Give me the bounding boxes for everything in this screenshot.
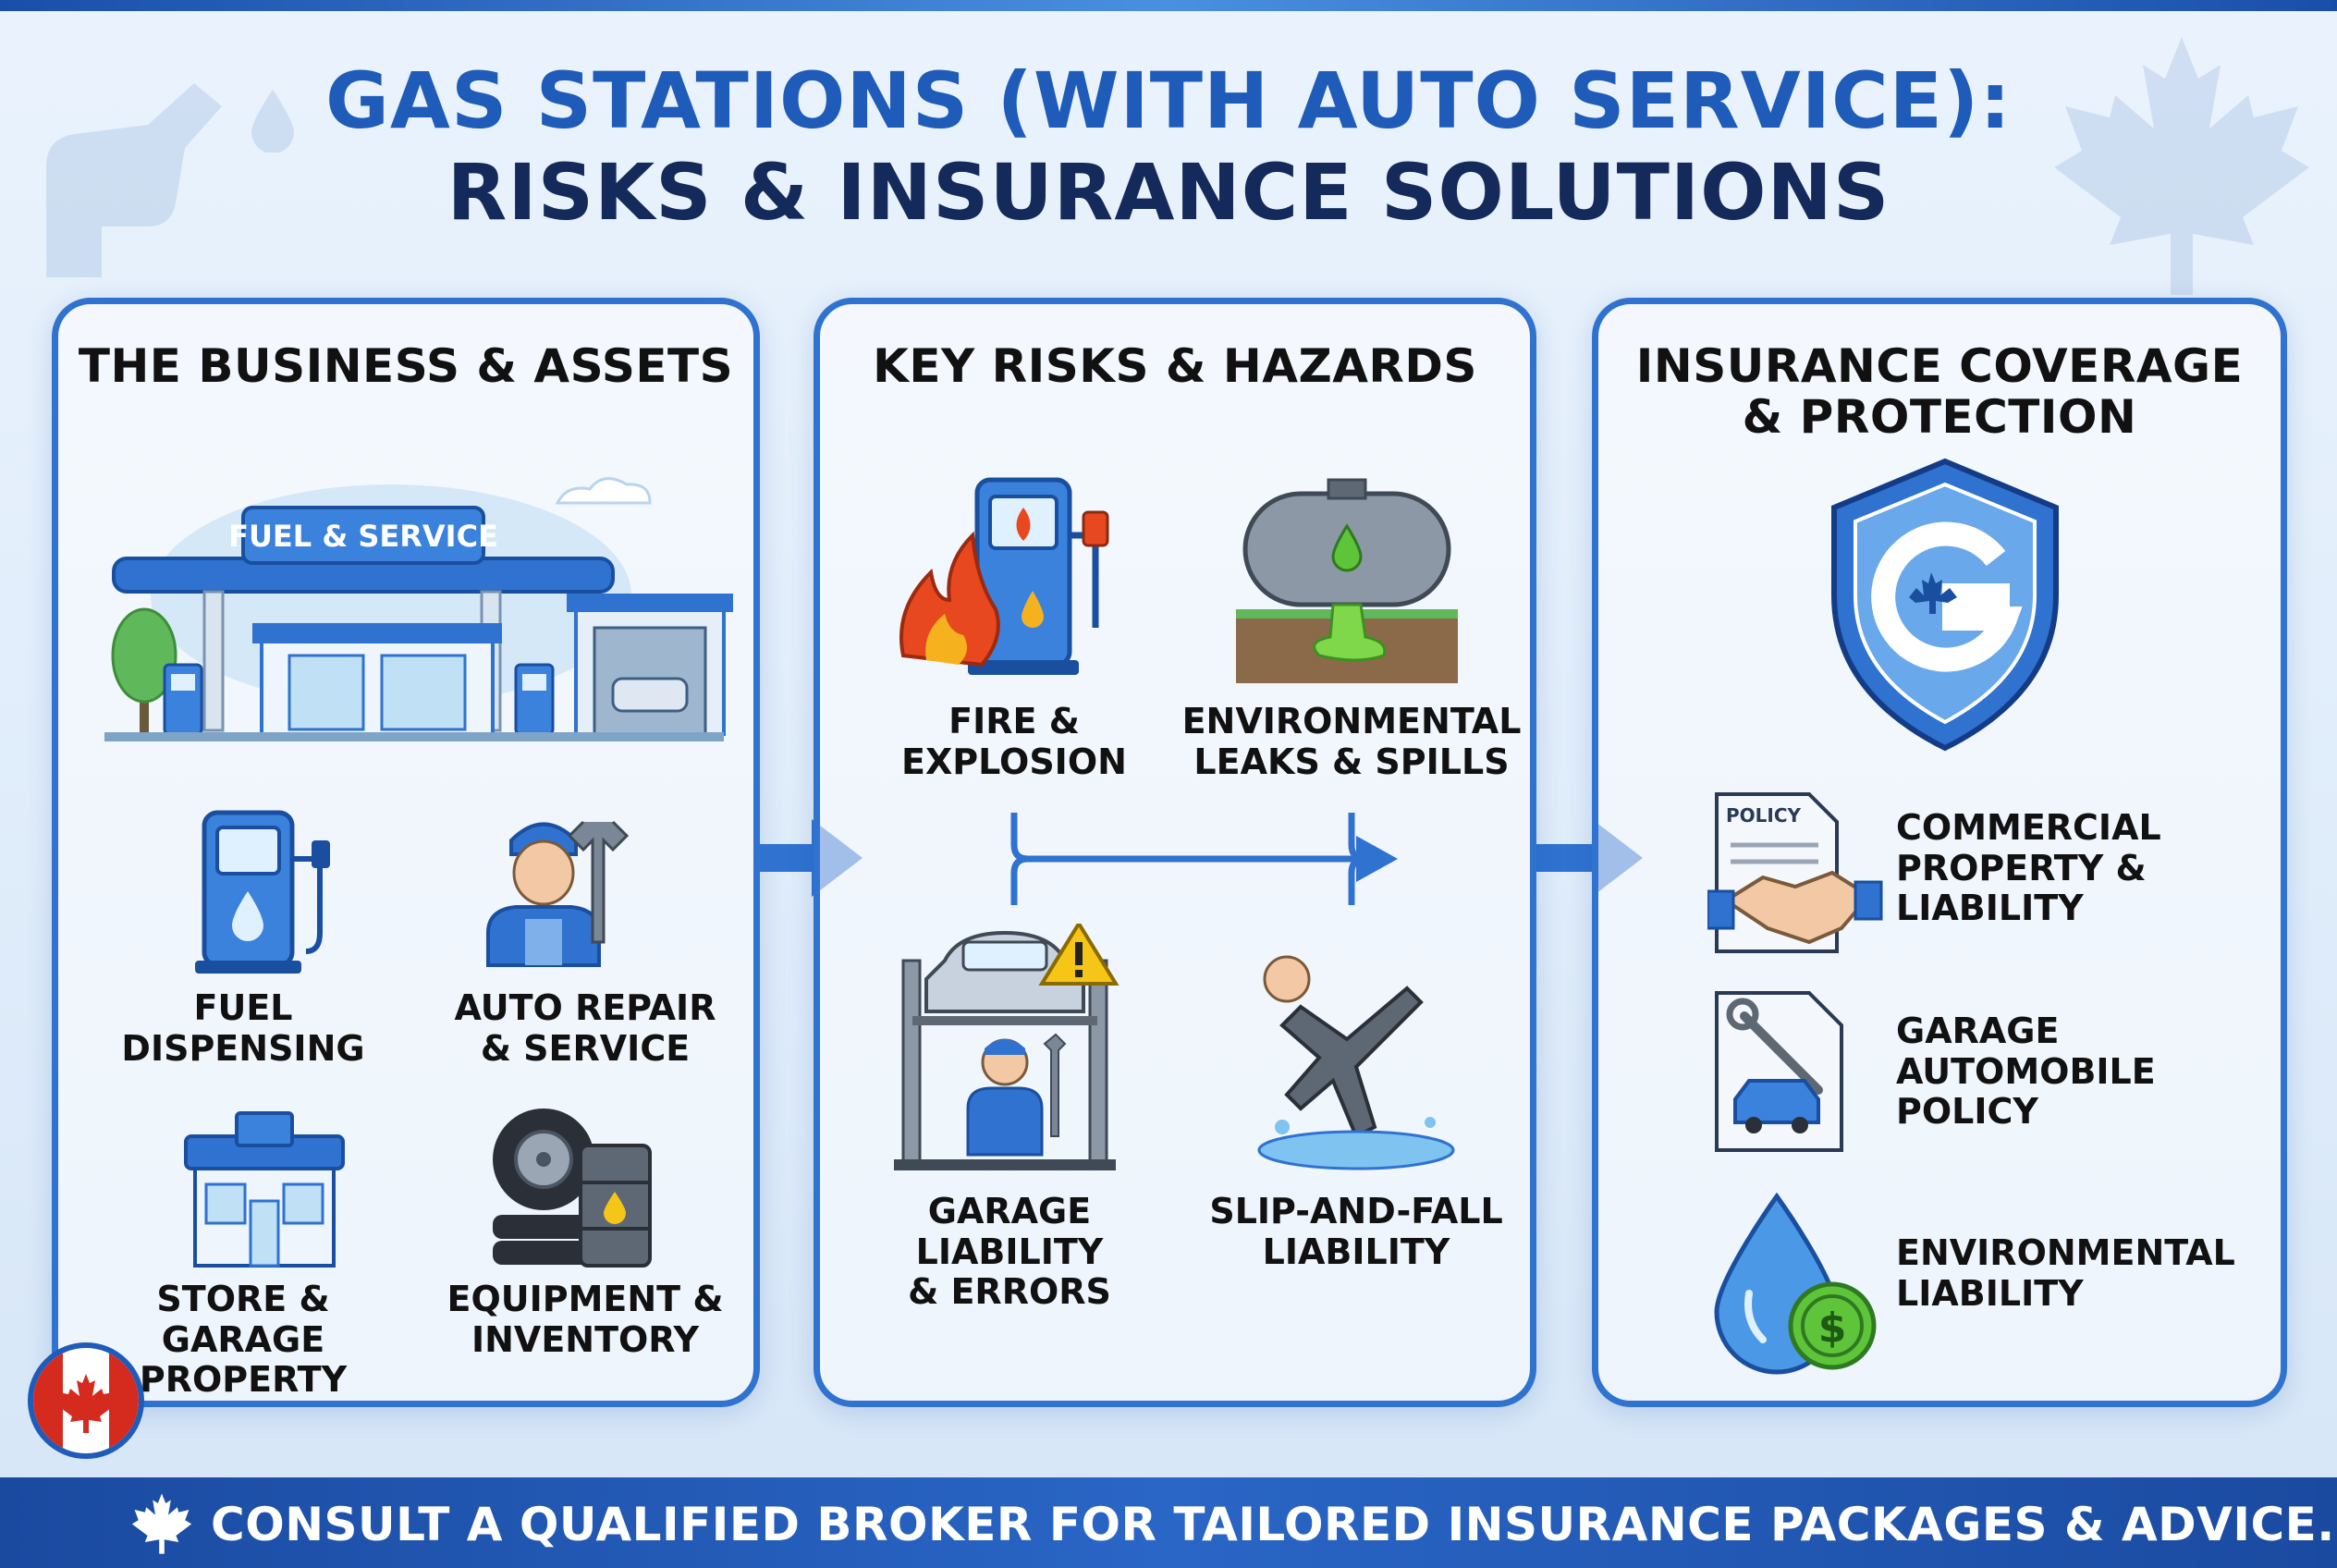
car-lift-icon — [894, 924, 1120, 1170]
canada-flag-icon — [28, 1342, 144, 1459]
environmental-liability-text: ENVIRONMENTAL LIABILITY — [1896, 1232, 2235, 1314]
maple-leaf-icon — [131, 1493, 192, 1554]
tank-leak-icon — [1236, 478, 1458, 683]
garage-automobile-label: GARAGE AUTOMOBILE POLICY — [1896, 1011, 2284, 1133]
fire-explosion-label: FIRE & EXPLOSION — [857, 701, 1171, 782]
water-drop-dollar-icon: $ — [1714, 1192, 1877, 1375]
auto-repair-label: AUTO REPAIR & SERVICE — [428, 987, 742, 1069]
mechanic-icon — [486, 820, 630, 967]
coverage-panel-heading: INSURANCE COVERAGE & PROTECTION — [1598, 341, 2281, 443]
fuel-pump-icon — [195, 810, 330, 974]
title-line-1: GAS STATIONS (WITH AUTO SERVICE): — [324, 55, 2013, 146]
auto-repair-text: AUTO REPAIR & SERVICE — [454, 987, 716, 1069]
fire-pump-icon — [899, 477, 1109, 675]
garage-automobile-text: GARAGE AUTOMOBILE POLICY — [1896, 1011, 2156, 1133]
garage-liability-text: GARAGE LIABILITY & ERRORS — [908, 1191, 1111, 1313]
business-panel-heading: THE BUSINESS & ASSETS — [78, 339, 734, 393]
fuel-dispensing-text: FUEL DISPENSING — [121, 987, 365, 1069]
business-assets-panel: THE BUSINESS & ASSETS FUEL & SERVICE — [52, 298, 760, 1407]
tire-barrel-icon — [493, 1109, 652, 1268]
policy-tag: POLICY — [1726, 804, 1802, 827]
svg-text:$: $ — [1818, 1305, 1847, 1352]
environmental-leaks-label: ENVIRONMENTAL LEAKS & SPILLS — [1171, 701, 1532, 782]
store-icon — [184, 1111, 345, 1268]
insurance-coverage-panel: INSURANCE COVERAGE & PROTECTION POLICY C… — [1592, 298, 2287, 1407]
fuel-dispensing-label: FUEL DISPENSING — [86, 987, 400, 1069]
water-drop-watermark-icon — [251, 90, 294, 153]
shield-logo-icon — [1831, 458, 2059, 752]
environmental-liability-label: ENVIRONMENTAL LIABILITY — [1896, 1232, 2284, 1314]
page-title: GAS STATIONS (WITH AUTO SERVICE): RISKS … — [0, 55, 2337, 239]
footer-text: CONSULT A QUALIFIED BROKER FOR TAILORED … — [211, 1498, 2335, 1551]
slip-fall-icon — [1257, 955, 1455, 1170]
environmental-leaks-text: ENVIRONMENTAL LEAKS & SPILLS — [1181, 701, 1522, 782]
store-garage-label: STORE & GARAGE PROPERTY — [86, 1279, 400, 1401]
equipment-inventory-text: EQUIPMENT & INVENTORY — [447, 1279, 724, 1360]
garage-policy-icon — [1715, 991, 1843, 1152]
coverage-heading-line-2: & PROTECTION — [1742, 390, 2137, 444]
equipment-inventory-label: EQUIPMENT & INVENTORY — [428, 1279, 742, 1360]
top-accent-bar — [0, 0, 2337, 11]
coverage-heading-line-1: INSURANCE COVERAGE — [1635, 339, 2244, 393]
key-risks-panel: KEY RISKS & HAZARDS FIRE & EXPLOSION ENV… — [814, 298, 1536, 1407]
commercial-property-text: COMMERCIAL PROPERTY & LIABILITY — [1896, 807, 2161, 929]
fire-explosion-text: FIRE & EXPLOSION — [901, 701, 1127, 782]
connector-arrow-icon — [1010, 813, 1398, 905]
slip-fall-text: SLIP-AND-FALL LIABILITY — [1209, 1191, 1503, 1272]
risks-panel-heading: KEY RISKS & HAZARDS — [873, 339, 1477, 393]
slip-fall-label: SLIP-AND-FALL LIABILITY — [1190, 1191, 1523, 1272]
gas-station-icon: FUEL & SERVICE — [104, 477, 733, 741]
store-garage-text: STORE & GARAGE PROPERTY — [139, 1279, 348, 1401]
fuel-service-sign: FUEL & SERVICE — [228, 519, 498, 554]
maple-leaf-watermark-icon — [2054, 37, 2309, 295]
fuel-nozzle-watermark-icon — [46, 83, 222, 277]
garage-liability-label: GARAGE LIABILITY & ERRORS — [829, 1191, 1190, 1313]
title-line-2: RISKS & INSURANCE SOLUTIONS — [447, 147, 1890, 239]
policy-handshake-icon: POLICY — [1707, 792, 1883, 953]
footer-banner — [0, 1477, 2337, 1568]
commercial-property-label: COMMERCIAL PROPERTY & LIABILITY — [1896, 807, 2284, 929]
